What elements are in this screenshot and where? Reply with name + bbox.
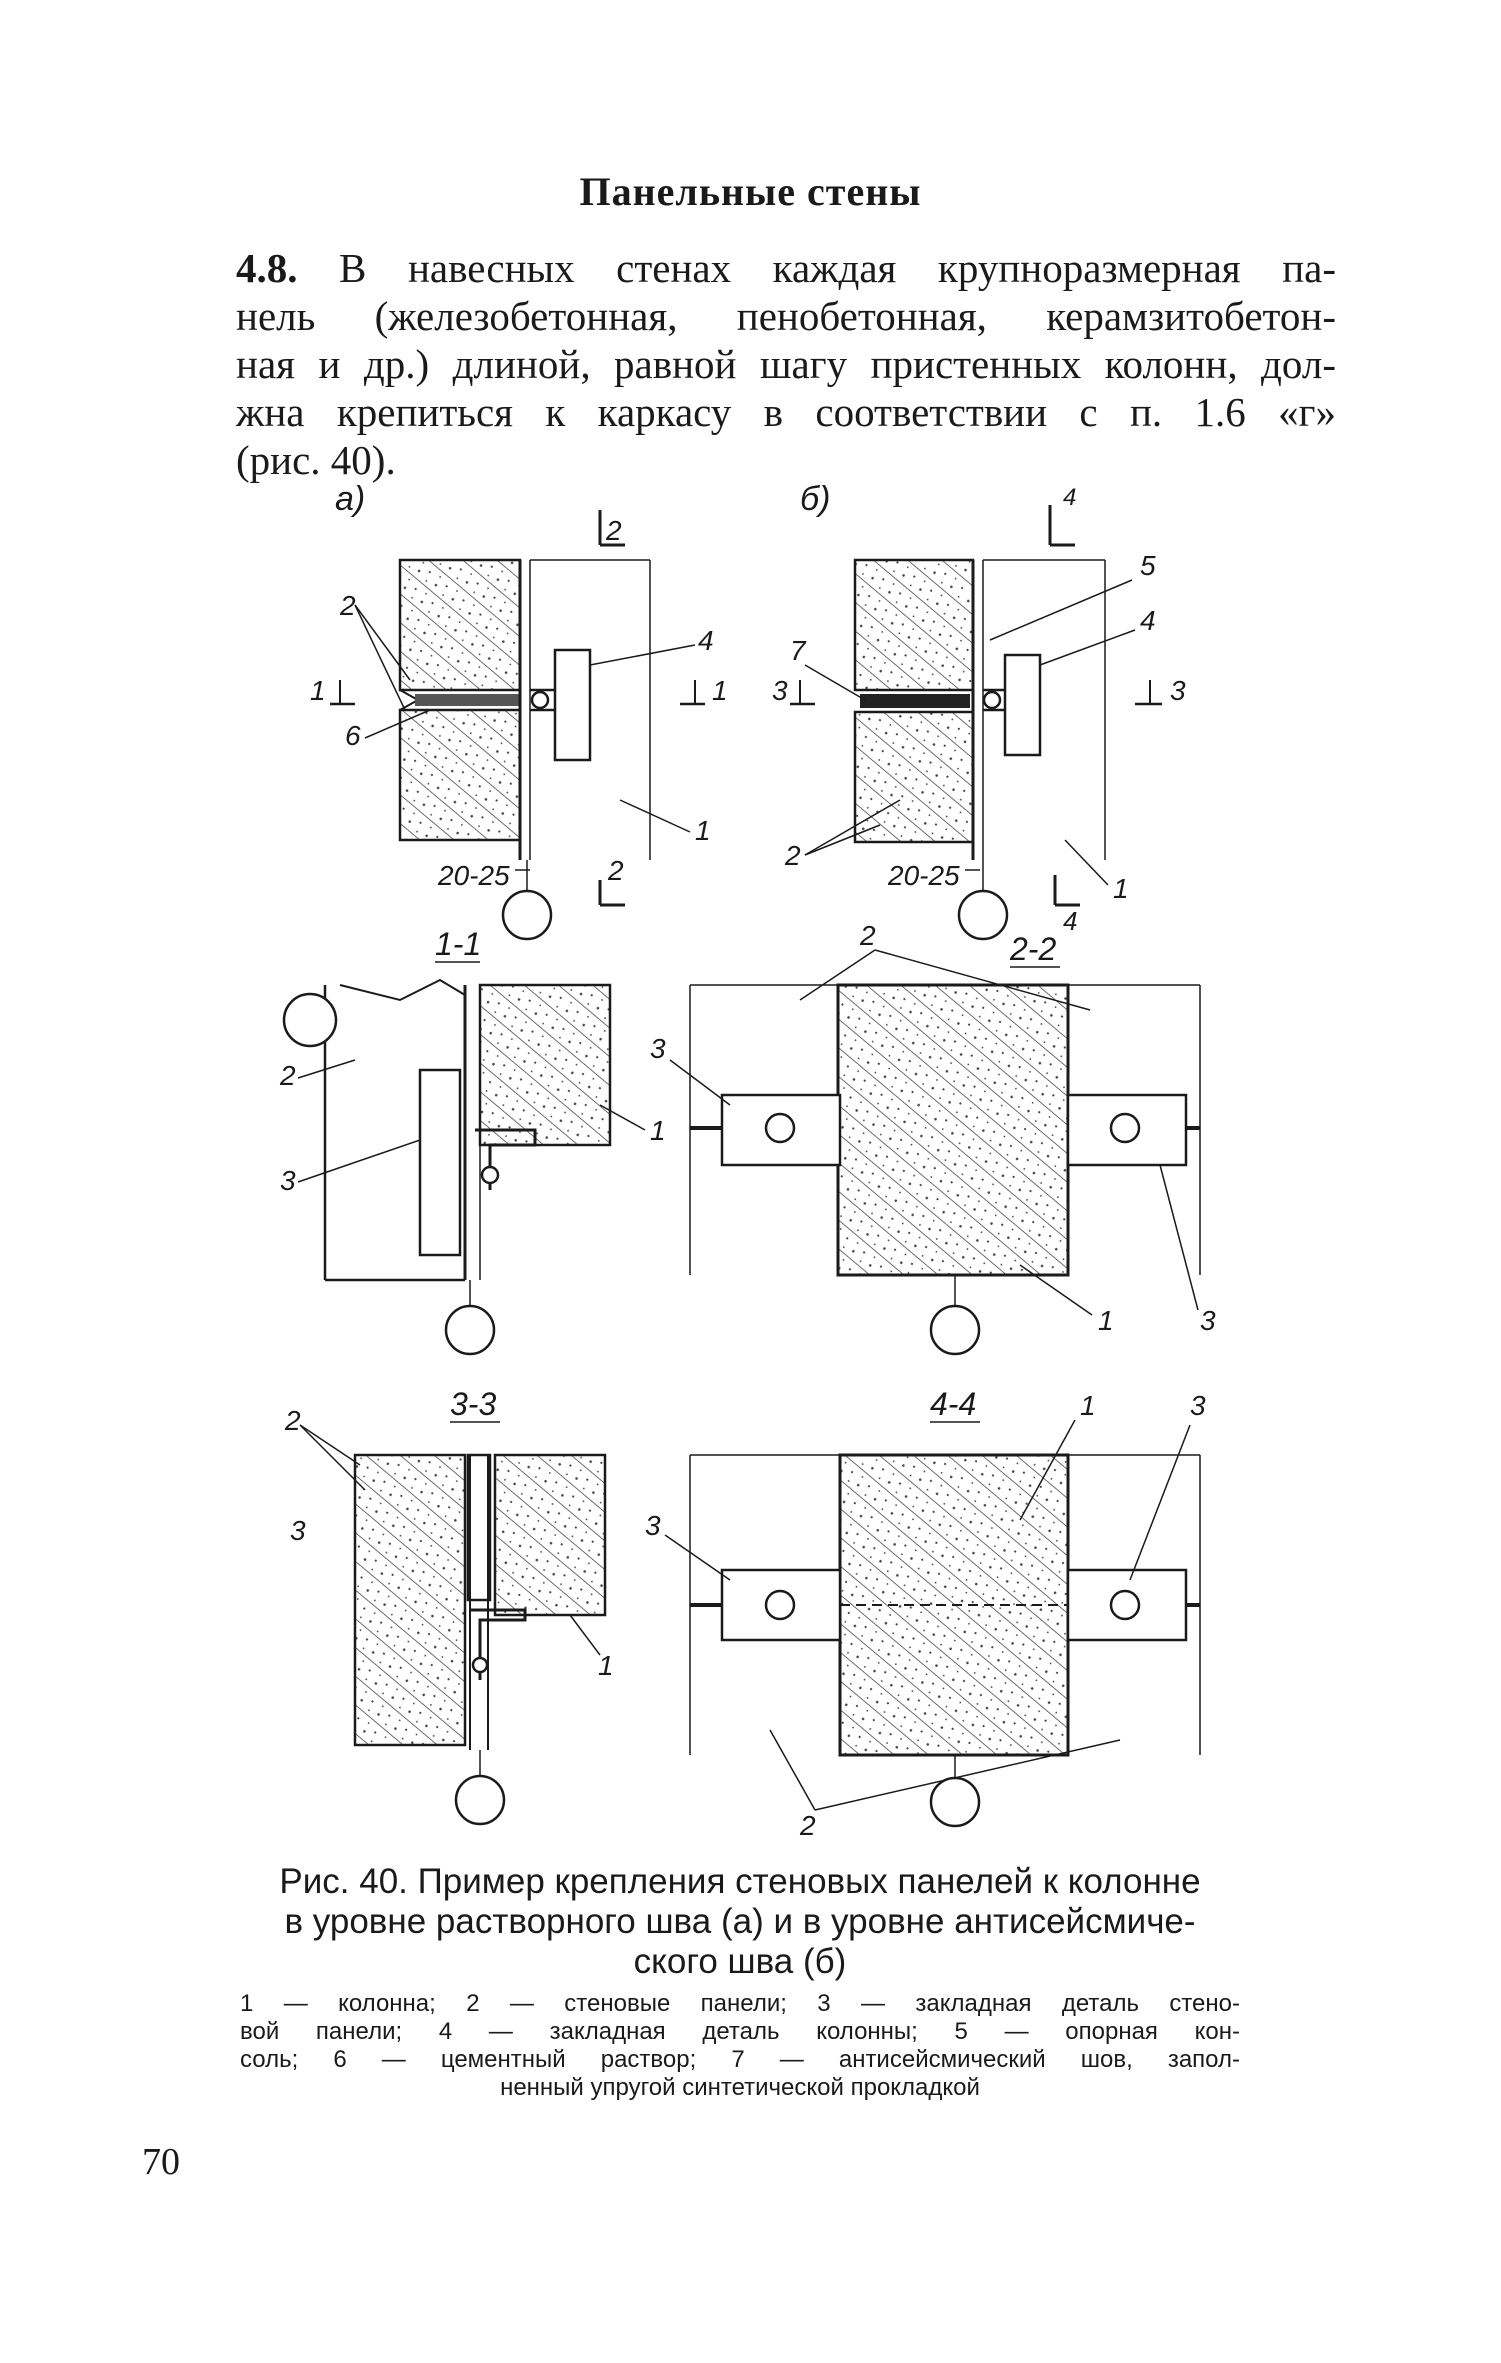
svg-text:1: 1 [1098, 1305, 1114, 1336]
svg-text:2: 2 [784, 840, 801, 871]
figure-legend: 1 — колонна; 2 — стеновые панели; 3 — за… [240, 1990, 1240, 2102]
svg-text:2: 2 [859, 920, 876, 951]
figure-40-drawing: а) 2 2 1 1 2 4 6 1 [279, 480, 1216, 1840]
embed-plate-4 [553, 648, 592, 762]
caption-line: Рис. 40. Пример крепления стеновых панел… [279, 1862, 1201, 1901]
svg-text:3: 3 [772, 675, 788, 706]
svg-text:4: 4 [1140, 605, 1156, 636]
view-a-label: а) [335, 480, 365, 518]
svg-text:6: 6 [345, 720, 361, 751]
svg-text:2: 2 [279, 1060, 296, 1091]
section-1-1: 1-1 2 3 1 [279, 926, 666, 1356]
svg-text:1: 1 [1113, 873, 1129, 904]
svg-text:4: 4 [1063, 906, 1077, 936]
legend-line: вой панели; 4 — закладная деталь колонны… [240, 2018, 1240, 2045]
svg-text:1: 1 [310, 675, 326, 706]
svg-text:1: 1 [695, 815, 711, 846]
panel-upper [398, 558, 522, 692]
section-4-4-title: 4-4 [930, 1386, 976, 1422]
svg-text:2: 2 [284, 1405, 301, 1436]
svg-text:1: 1 [650, 1115, 666, 1146]
legend-line: 1 — колонна; 2 — стеновые панели; 3 — за… [240, 1990, 1240, 2017]
section-2-2-title: 2-2 [1009, 931, 1056, 967]
section-1-1-title: 1-1 [435, 926, 481, 962]
section-3-3-title: 3-3 [450, 1386, 496, 1422]
paragraph-line: (рис. 40). [236, 437, 396, 483]
svg-text:4: 4 [1063, 484, 1076, 511]
panel-lower [398, 708, 522, 842]
svg-text:2: 2 [607, 855, 624, 886]
svg-text:3: 3 [1170, 675, 1186, 706]
svg-text:3: 3 [645, 1510, 661, 1541]
svg-text:7: 7 [790, 635, 807, 666]
svg-text:2: 2 [605, 515, 622, 546]
paragraph-line: ная и др.) длиной, равной шагу пристенны… [236, 341, 1336, 387]
svg-text:3: 3 [290, 1515, 306, 1546]
section-2-2: 2-2 2 3 1 3 [650, 920, 1216, 1356]
svg-text:3: 3 [280, 1165, 296, 1196]
svg-text:1: 1 [712, 675, 728, 706]
svg-text:20-25: 20-25 [437, 860, 510, 891]
paragraph-4-8: 4.8. В навесных стенах каждая крупноразм… [236, 244, 1336, 484]
paragraph-line: 4.8. В навесных стенах каждая крупноразм… [236, 245, 1336, 291]
svg-text:3: 3 [1190, 1390, 1206, 1421]
legend-line: ненный упругой синтетической прокладкой [500, 2074, 980, 2101]
svg-text:3: 3 [650, 1033, 666, 1064]
caption-line: ского шва (б) [633, 1942, 847, 1981]
section-4-4: 4-4 1 3 3 2 [645, 1386, 1206, 1840]
svg-text:2: 2 [339, 590, 356, 621]
figure-caption: Рис. 40. Пример крепления стеновых панел… [240, 1862, 1240, 1982]
section-3-3: 3-3 2 3 1 [284, 1386, 614, 1826]
legend-line: соль; 6 — цементный раствор; 7 — антисей… [240, 2046, 1240, 2073]
page-number: 70 [142, 2141, 180, 2183]
svg-text:20-25: 20-25 [887, 860, 960, 891]
axis-bubble [501, 889, 553, 941]
svg-text:1: 1 [1080, 1390, 1096, 1421]
view-b: б) 4 4 3 3 5 4 7 2 1 20-25 [772, 480, 1186, 941]
svg-text:1: 1 [598, 1650, 614, 1681]
caption-line: в уровне растворного шва (а) и в уровне … [284, 1902, 1196, 1941]
section-heading: Панельные стены [579, 169, 922, 214]
svg-text:5: 5 [1140, 550, 1156, 581]
paragraph-number: 4.8. [236, 245, 298, 291]
paragraph-line: жна крепиться к каркасу в соответствии с… [236, 389, 1336, 435]
view-b-label: б) [800, 480, 830, 518]
svg-text:2: 2 [799, 1810, 816, 1840]
svg-text:3: 3 [1200, 1305, 1216, 1336]
paragraph-line: нель (железобетонная, пенобетонная, кера… [236, 293, 1336, 339]
svg-text:4: 4 [698, 625, 714, 656]
view-a: а) 2 2 1 1 2 4 6 1 [310, 480, 728, 941]
